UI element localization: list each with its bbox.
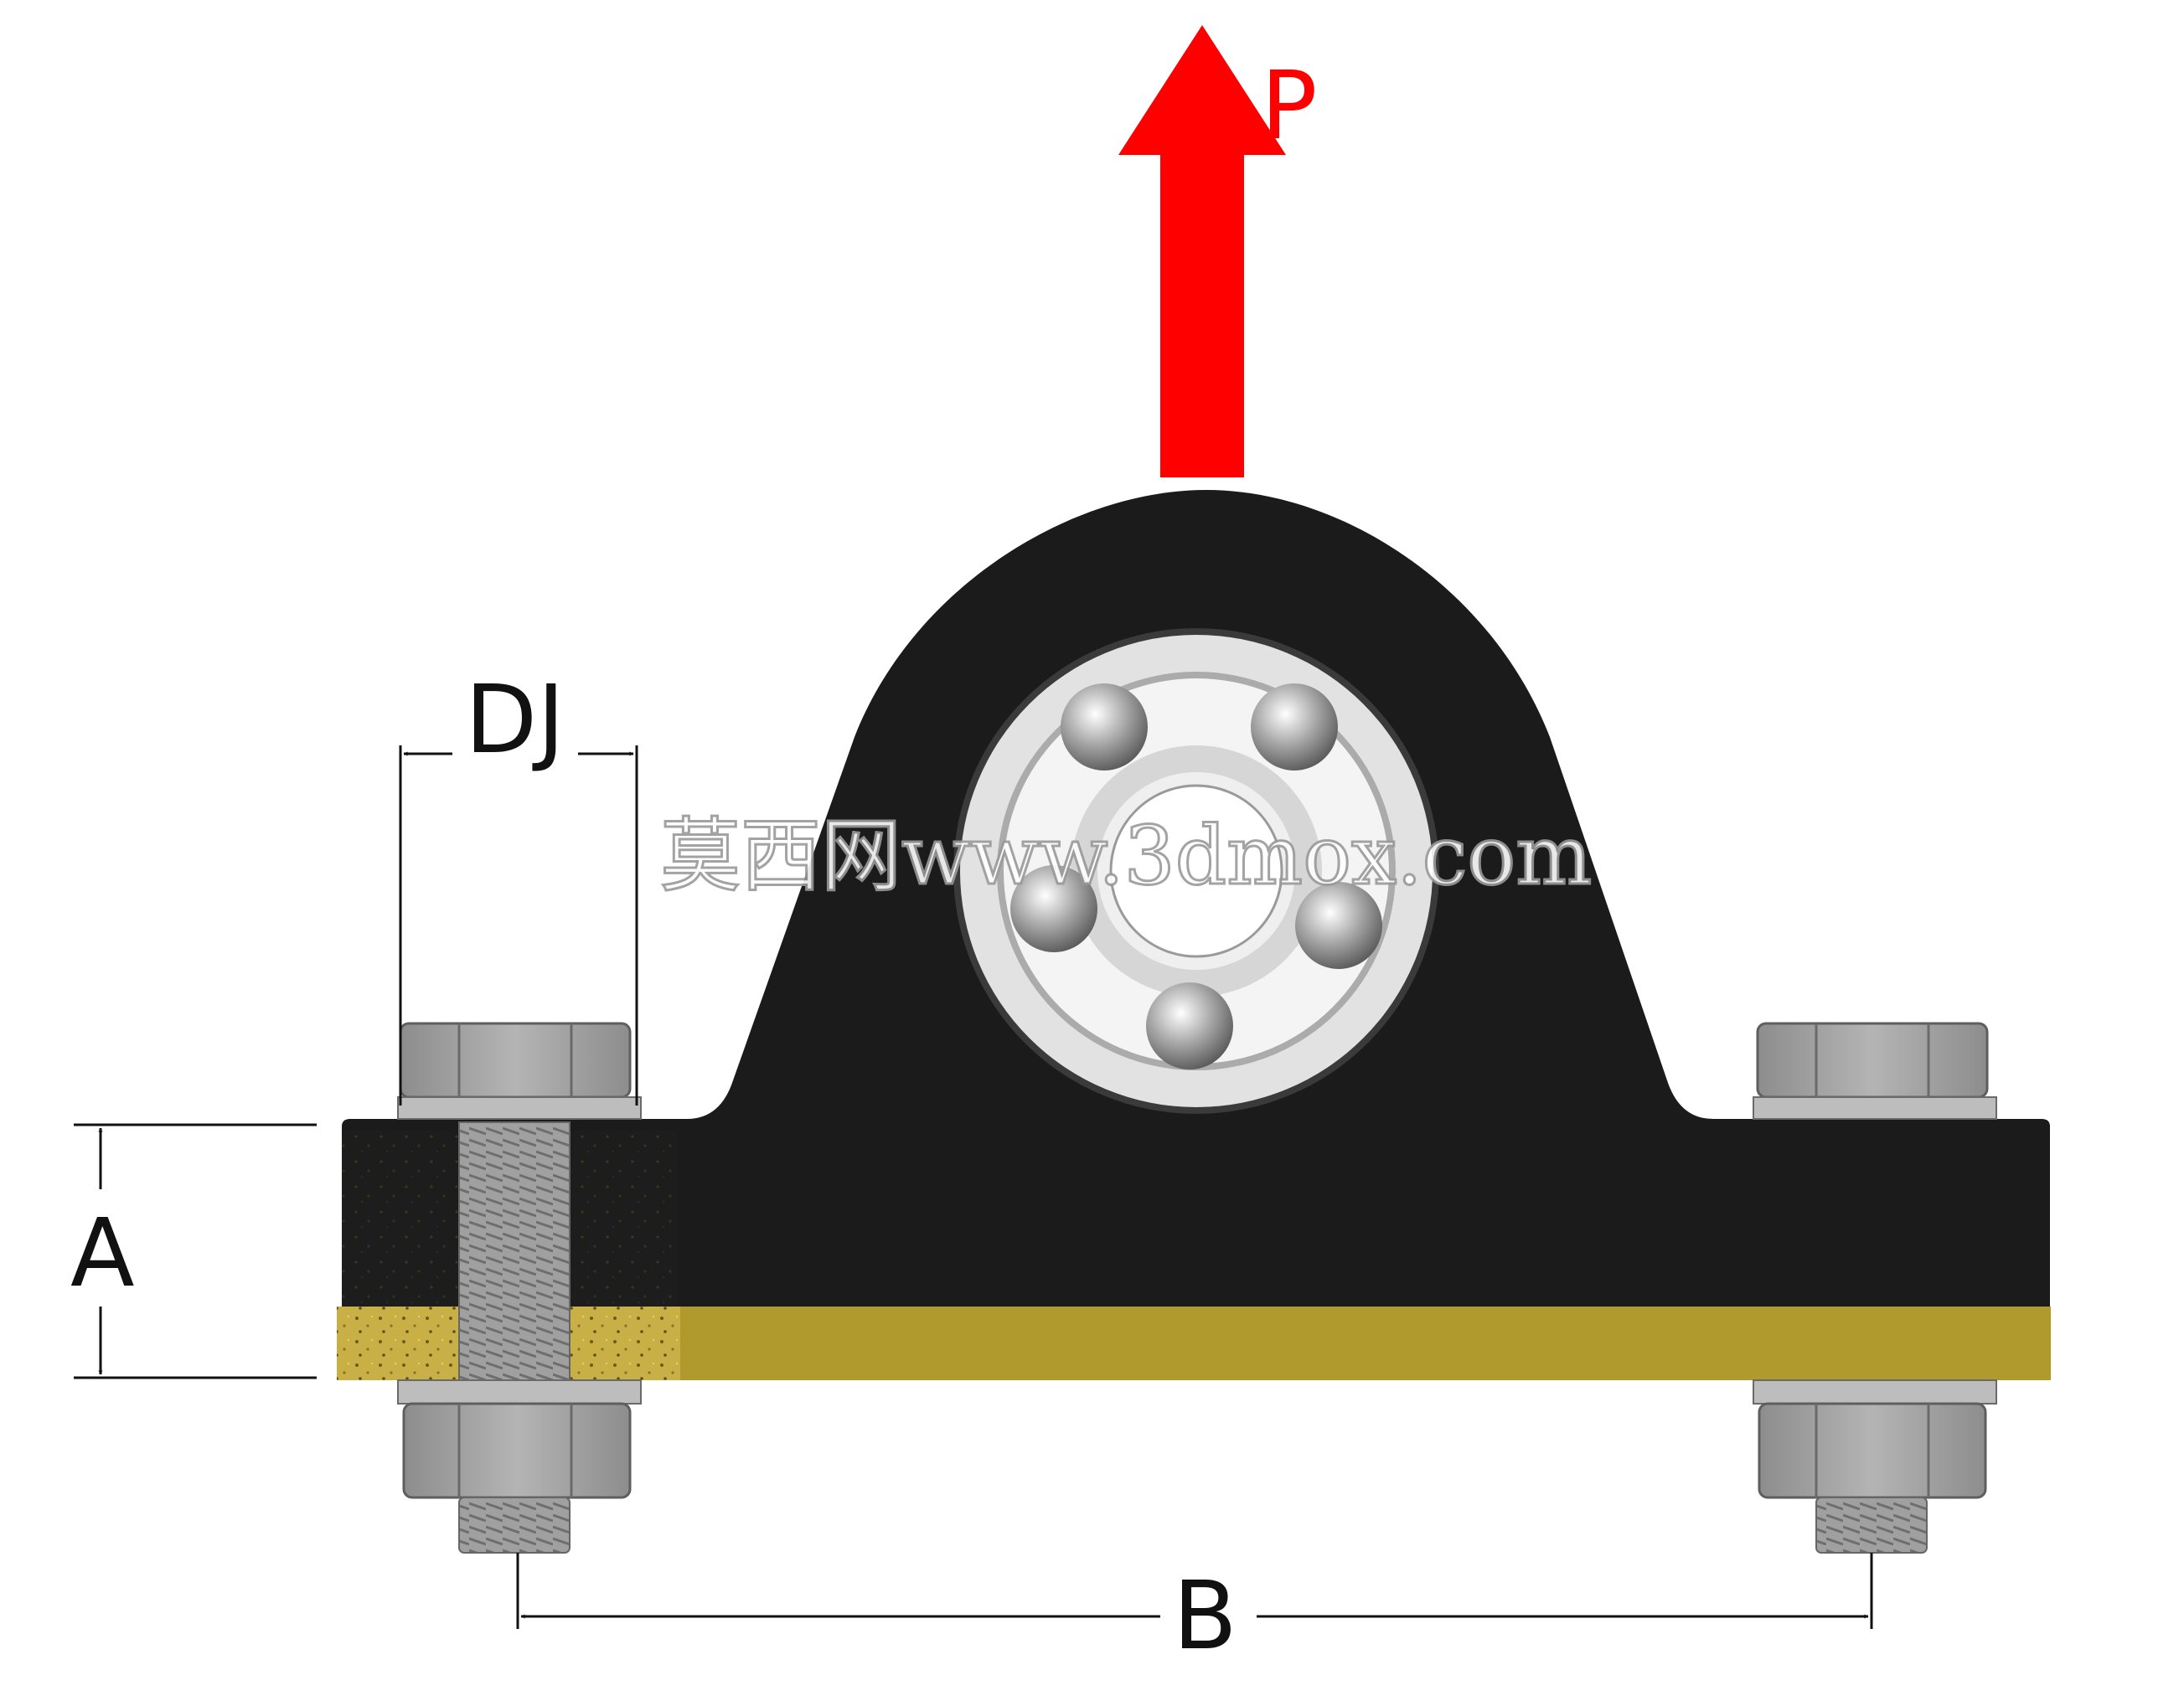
base-pad [337, 1307, 2051, 1380]
dimension-b-label: B [1173, 1562, 1237, 1671]
dimension-a-label: A [70, 1199, 135, 1308]
left-bolt-assembly [397, 1022, 642, 1554]
watermark-text: 莫西网www.3dmox.com [660, 809, 1592, 903]
force-label: P [1261, 52, 1318, 161]
dimension-dj [399, 745, 638, 1106]
force-arrow [1118, 25, 1286, 477]
right-bolt-assembly [1753, 1022, 1997, 1554]
dimension-dj-label: DJ [465, 666, 565, 775]
dimension-b [516, 1553, 1873, 1629]
ball-bearing [953, 628, 1439, 1114]
dimension-a [74, 1123, 317, 1379]
